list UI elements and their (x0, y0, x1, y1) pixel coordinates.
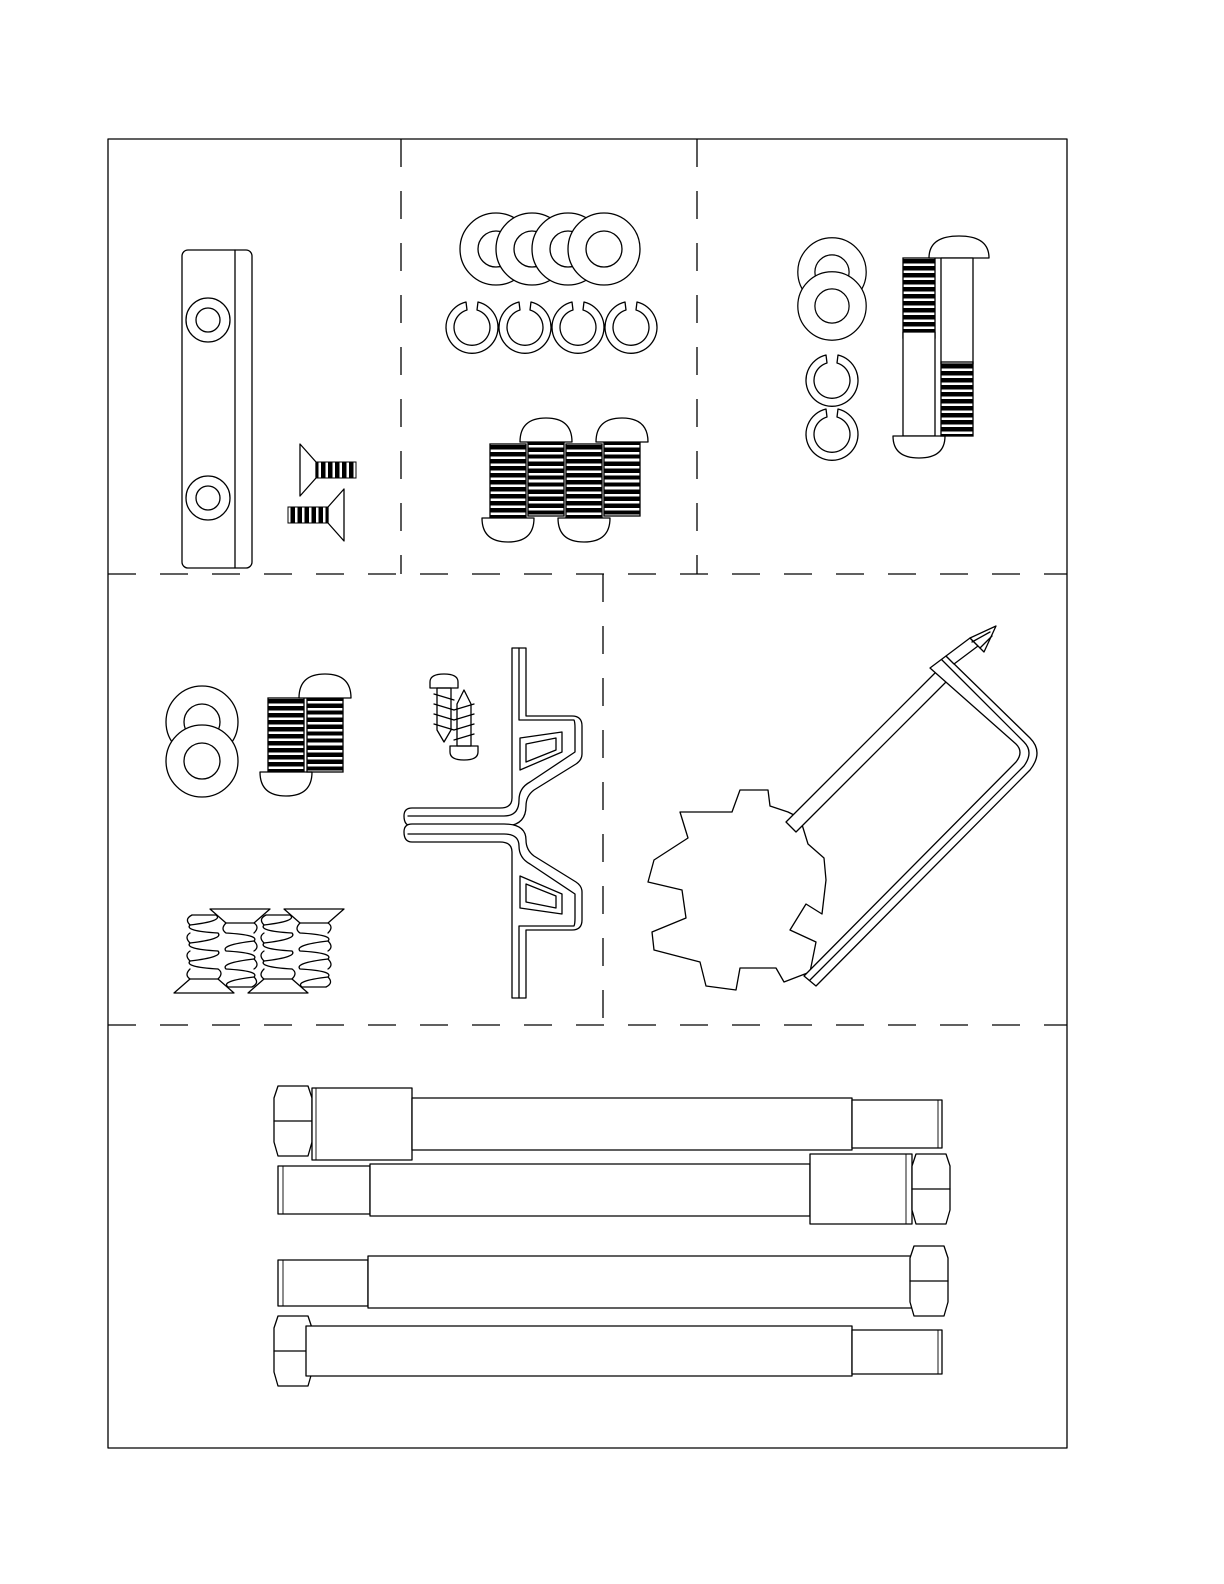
panel-1 (182, 250, 356, 568)
pan-head-tapping-screw (430, 674, 458, 742)
panel-2 (446, 213, 657, 542)
long-button-head-bolt (929, 236, 989, 436)
panel-5 (404, 648, 582, 998)
lock-washer (446, 302, 498, 353)
button-head-screw (596, 418, 648, 516)
flat-bar (182, 250, 252, 568)
bracket (404, 824, 582, 998)
button-head-screw (558, 444, 610, 542)
hex-bolt (274, 1316, 942, 1386)
button-head-screw (482, 444, 534, 542)
lock-washer (552, 302, 604, 353)
hex-bolt (274, 1086, 942, 1160)
washer (568, 213, 640, 285)
lock-washer (605, 302, 657, 353)
panel-3 (798, 236, 989, 460)
flat-head-screw (288, 489, 344, 541)
washer (166, 725, 238, 797)
hex-bolt (278, 1154, 950, 1224)
coarse-flat-head-screw (284, 909, 344, 987)
bracket (404, 648, 582, 826)
washer (798, 272, 866, 340)
panel-6 (648, 626, 1037, 990)
lock-washer (806, 409, 858, 460)
button-head-screw (299, 674, 351, 772)
allen-key-screwdriver (786, 626, 1037, 986)
long-button-head-bolt (893, 258, 945, 458)
panel-7 (274, 1086, 950, 1386)
button-head-screw (520, 418, 572, 516)
panel-4 (166, 674, 351, 993)
lock-washer (499, 302, 551, 353)
button-head-screw (260, 698, 312, 796)
hex-bolt (278, 1246, 948, 1316)
flat-head-screw (300, 444, 356, 496)
lock-washer (806, 355, 858, 406)
coarse-flat-head-screw (174, 915, 234, 993)
